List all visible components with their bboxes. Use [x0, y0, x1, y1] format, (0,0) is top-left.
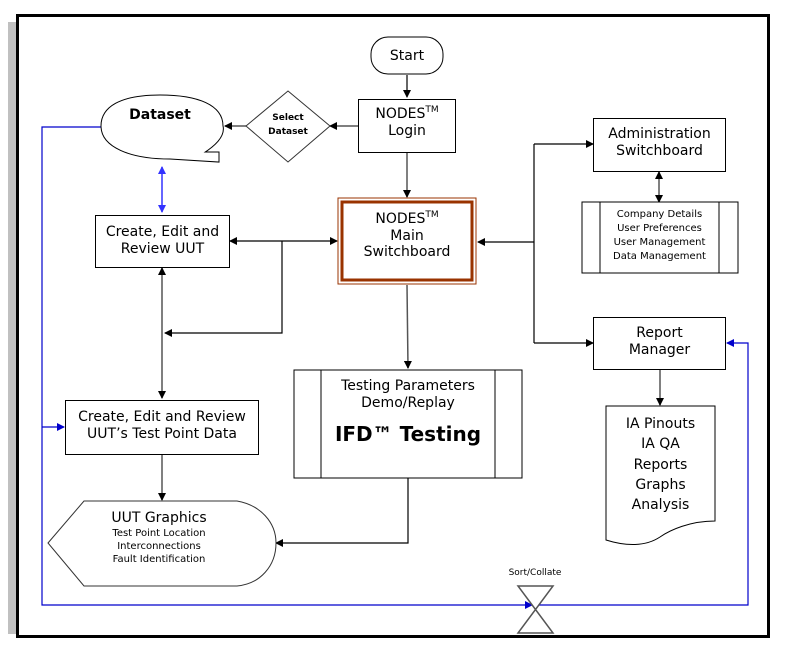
login-title: NODES — [375, 106, 426, 122]
uut-graphics-item: Interconnections — [117, 540, 201, 552]
admin-items-box — [581, 201, 739, 274]
ifd-process-box — [293, 369, 523, 479]
ifd-testing-label[interactable]: Testing Parameters Demo/Replay IFD™ Test… — [321, 378, 495, 447]
test-point-line2: UUT’s Test Point Data — [87, 425, 237, 442]
uut-graphics-item: Test Point Location — [112, 527, 206, 539]
uut-graphics-title: UUT Graphics — [111, 510, 207, 526]
report-item[interactable]: Reports — [633, 456, 688, 473]
test-point-line1: Create, Edit and Review — [78, 409, 246, 425]
ifd-to-graphics — [275, 478, 409, 547]
uut-graphics-label[interactable]: UUT Graphics Test Point Location Interco… — [84, 510, 234, 566]
ifd-title: IFD™ Testing — [334, 422, 482, 447]
admin-item[interactable]: Data Management — [613, 251, 706, 262]
select-dataset-decision — [245, 90, 331, 163]
dataset-to-sort-line — [41, 126, 533, 609]
report-item[interactable]: Analysis — [631, 497, 690, 514]
select-label-line1: Select — [272, 113, 304, 123]
admin-line2: Switchboard — [616, 142, 703, 159]
admin-items-label: Company Details User Preferences User Ma… — [600, 208, 719, 264]
trademark: TM — [425, 105, 439, 115]
start-label: Start — [389, 48, 425, 64]
uut-graphics-display — [47, 500, 277, 587]
reports-document — [605, 405, 716, 545]
admin-item[interactable]: User Management — [613, 237, 706, 248]
ifd-line2: Demo/Replay — [361, 394, 455, 411]
reports-label: IA Pinouts IA QA Reports Graphs Analysis — [606, 414, 715, 515]
sort-collate-symbol — [516, 585, 555, 634]
main-line2: Main — [390, 227, 424, 244]
main-title: NODES — [375, 211, 426, 227]
branch-to-loop — [164, 241, 283, 337]
report-line2: Manager — [628, 341, 691, 358]
create-uut-line1: Create, Edit and — [105, 224, 220, 240]
ifd-line1: Testing Parameters — [341, 378, 475, 394]
admin-item[interactable]: Company Details — [616, 209, 703, 220]
report-item[interactable]: IA Pinouts — [625, 416, 696, 432]
trademark: TM — [425, 210, 439, 220]
login-label: Login — [388, 122, 426, 139]
report-item[interactable]: IA QA — [641, 436, 680, 453]
sort-collate-label: Sort/Collate — [508, 568, 562, 578]
report-item[interactable]: Graphs — [635, 476, 686, 493]
select-label-line2: Dataset — [268, 126, 308, 137]
report-line1: Report — [636, 325, 683, 341]
sort-to-report-line — [532, 339, 749, 606]
main-line3: Switchboard — [363, 244, 451, 261]
admin-item[interactable]: User Preferences — [617, 223, 702, 234]
start-terminator — [370, 36, 444, 75]
login-box[interactable]: NODESTM Login — [358, 99, 456, 153]
dataset-label[interactable]: Dataset — [129, 107, 191, 123]
create-uut-line2: Review UUT — [120, 240, 205, 257]
admin-line1: Administration — [608, 126, 711, 142]
uut-graphics-item: Fault Identification — [112, 553, 206, 565]
main-switchboard-inner — [340, 200, 474, 282]
main-to-ifd — [403, 284, 412, 369]
